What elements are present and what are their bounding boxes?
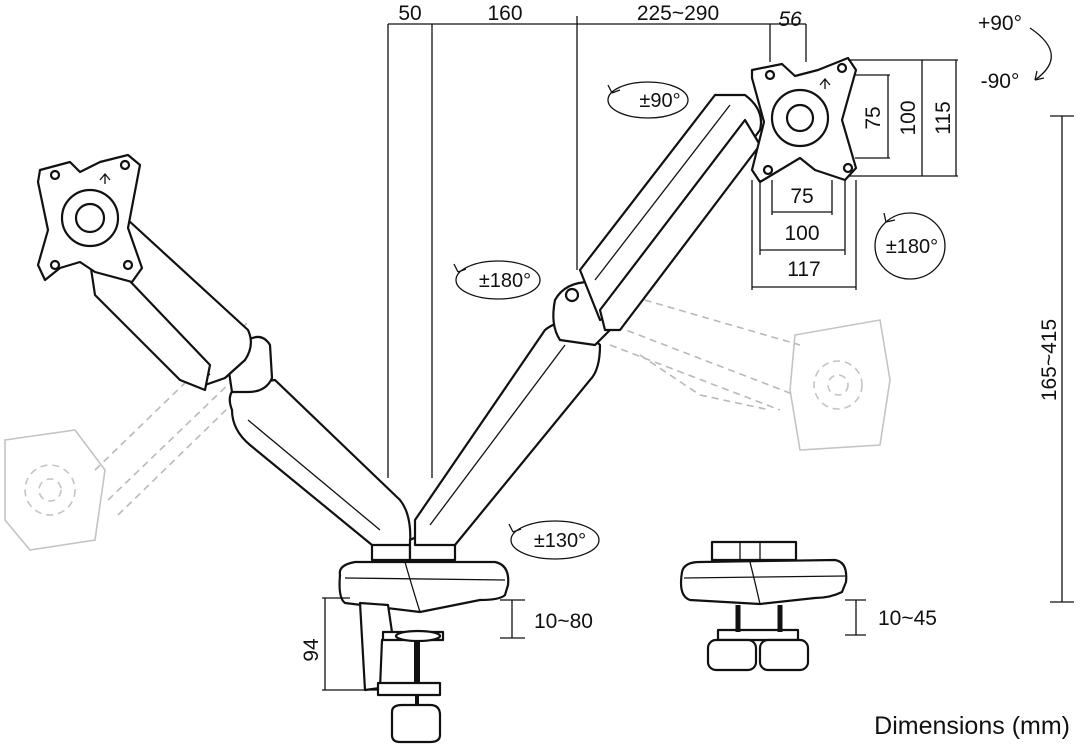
- right-arm: [408, 56, 858, 562]
- rotation-arrows: [453, 27, 1052, 560]
- mount-label-h75: 75: [790, 185, 813, 208]
- mount-label-h100: 100: [784, 222, 819, 245]
- ghost-arm-right: [604, 289, 891, 451]
- mount-label-v100: 100: [897, 100, 920, 135]
- height-range-label: 165~415: [1038, 319, 1061, 401]
- grommet-range-label: 10~45: [878, 607, 937, 630]
- rotation-label: ±90°: [639, 90, 680, 112]
- dim-label-160: 160: [487, 2, 522, 25]
- mount-label-h117: 117: [787, 258, 820, 281]
- dimensions-caption: Dimensions (mm): [874, 712, 1070, 740]
- grommet-base: [679, 540, 848, 672]
- left-arm: [36, 153, 412, 562]
- dim-label-56: 56: [778, 8, 802, 31]
- arm-swivel-label: ±130°: [534, 530, 586, 552]
- desk-clamp-range-label: 10~80: [534, 610, 593, 633]
- dimension-labels: 50 160 225~290 56 75 100 115 75 100 117 …: [300, 2, 1061, 662]
- clamp-base: [338, 560, 510, 744]
- rotation-labels: ±90° ±180° ±130° ±180° +90° -90°: [479, 12, 1022, 552]
- height-range-line: [1050, 115, 1074, 603]
- vesa-dimension-lines: [751, 59, 958, 290]
- tilt-up-label: +90°: [978, 12, 1022, 35]
- base-height-label: 94: [300, 638, 323, 662]
- tilt-down-label: -90°: [981, 70, 1020, 93]
- top-dimension-lines: [387, 16, 807, 478]
- mount-label-v75: 75: [862, 106, 885, 129]
- dim-label-225-290: 225~290: [637, 2, 719, 25]
- panel-swivel-label: ±180°: [886, 236, 938, 258]
- mount-label-v115: 115: [932, 101, 955, 134]
- swivel-label: ±180°: [479, 270, 531, 292]
- clamp-range-lines: [322, 597, 866, 691]
- dim-label-50: 50: [398, 2, 421, 25]
